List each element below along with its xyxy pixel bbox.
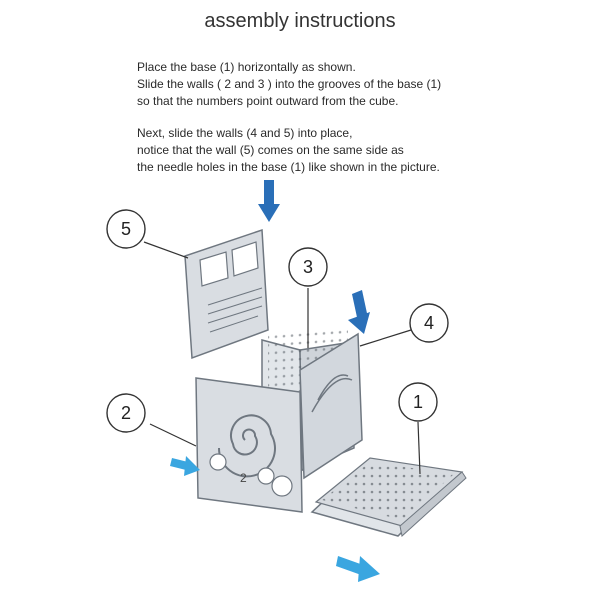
- instruction-paragraph-1: Place the base (1) horizontally as shown…: [137, 59, 577, 110]
- instructions-title: assembly instructions: [204, 10, 396, 32]
- wall-2-panel: 2: [195, 377, 303, 513]
- base-1-panel: [310, 457, 467, 537]
- wall-2-label: 2: [240, 471, 247, 485]
- instruction-line: Next, slide the walls (4 and 5) into pla…: [137, 126, 353, 140]
- callout-3: 3: [288, 247, 328, 287]
- callout-5: 5: [106, 209, 146, 249]
- svg-text:3: 3: [303, 257, 313, 277]
- instruction-line: Place the base (1) horizontally as shown…: [137, 60, 356, 74]
- wall-4-panel: [299, 332, 363, 480]
- instruction-paragraph-2: Next, slide the walls (4 and 5) into pla…: [137, 125, 577, 176]
- callout-1: 1: [398, 382, 438, 422]
- wall-5-panel: [184, 228, 269, 360]
- arrow-right-base-1: [336, 556, 380, 582]
- instruction-line: so that the numbers point outward from t…: [137, 94, 399, 108]
- instruction-line: the needle holes in the base (1) like sh…: [137, 160, 440, 174]
- svg-text:1: 1: [413, 392, 423, 412]
- arrow-down-wall-5: [258, 180, 280, 222]
- svg-text:4: 4: [424, 313, 434, 333]
- svg-text:5: 5: [121, 219, 131, 239]
- svg-text:2: 2: [121, 403, 131, 423]
- instruction-line: Slide the walls ( 2 and 3 ) into the gro…: [137, 77, 442, 91]
- arrow-right-wall-2: [170, 456, 200, 476]
- callout-leaders: [143, 241, 421, 475]
- callout-4: 4: [409, 303, 449, 343]
- instruction-line: notice that the wall (5) comes on the sa…: [137, 143, 404, 157]
- arrow-down-wall-4: [348, 290, 370, 334]
- callout-2: 2: [106, 393, 146, 433]
